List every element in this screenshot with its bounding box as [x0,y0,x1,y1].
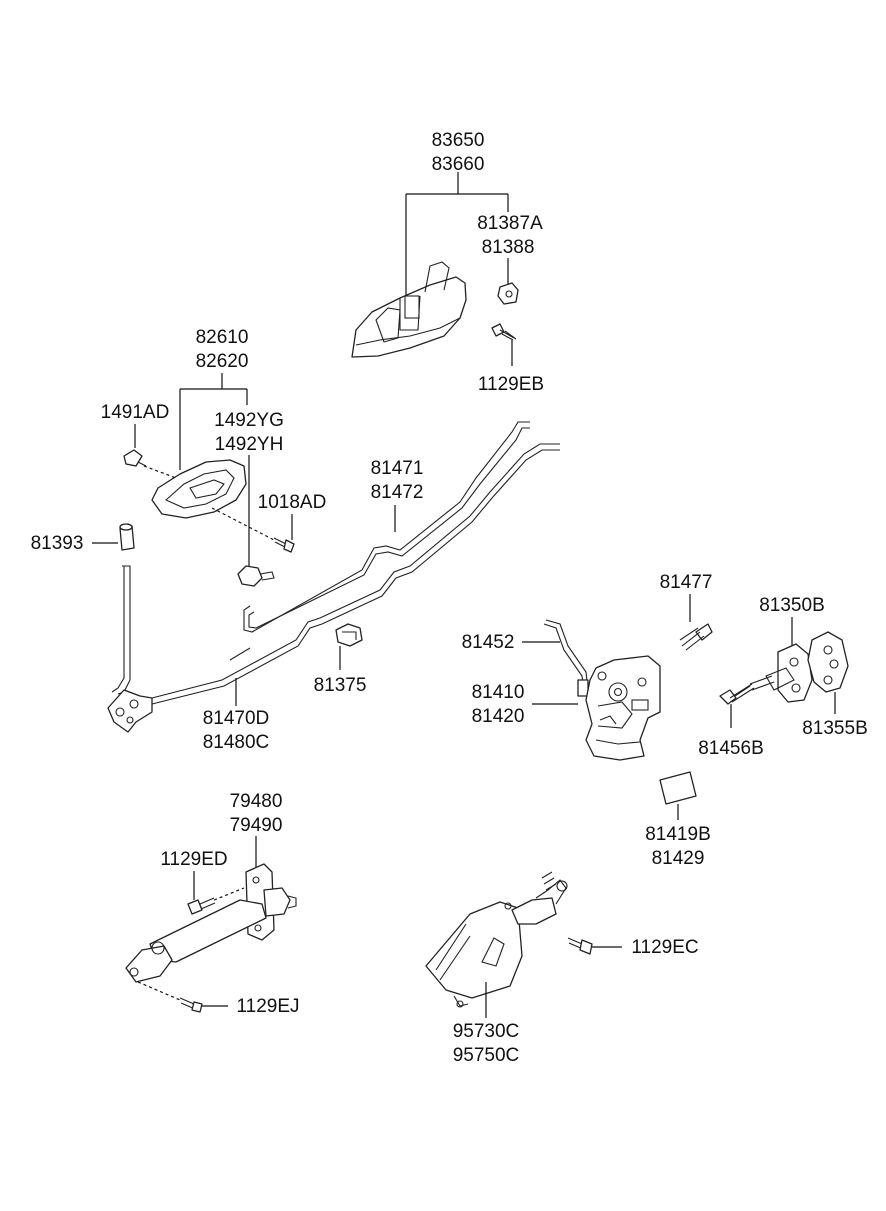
screw-81456b-part[interactable] [719,683,755,705]
fastener-1491ad-part[interactable] [123,449,147,467]
rod-81472-part[interactable] [151,443,560,705]
label-1492YG: 1492YG [214,410,284,431]
label-83660: 83660 [432,154,485,175]
label-81456B: 81456B [698,738,764,759]
label-81350B: 81350B [759,595,825,616]
door-striker-part[interactable] [749,643,813,703]
axis-1129ed [213,887,245,901]
label-1129EJ: 1129EJ [236,996,299,1017]
rod-81452-part[interactable] [543,619,589,697]
label-1491AD: 1491AD [101,402,170,423]
label-81452: 81452 [462,632,515,653]
label-81429: 81429 [652,848,705,869]
inside-door-handle[interactable] [151,459,247,519]
label-1129EB: 1129EB [478,374,544,395]
rod-cap-81393-part[interactable] [119,523,135,551]
rod-81470d-part[interactable] [107,565,153,733]
inside-handle-callout [179,373,248,470]
clip-1492yg-part[interactable] [237,565,275,587]
bolt-81477-part[interactable] [679,623,713,651]
label-81420: 81420 [472,706,525,727]
label-79490: 79490 [230,815,283,836]
label-1129ED: 1129ED [160,849,227,870]
rod-clip-81375-part[interactable] [335,623,363,647]
label-81470D: 81470D [203,708,270,729]
label-81375: 81375 [314,675,367,696]
label-82620: 82620 [196,351,249,372]
label-81355B: 81355B [802,718,868,739]
label-81387A: 81387A [477,213,543,234]
striker-shim-part[interactable] [807,631,849,693]
outside-door-handle[interactable] [351,261,467,358]
door-lock-actuator-part[interactable] [425,871,568,1008]
label-81480C: 81480C [203,732,270,753]
label-1018AD: 1018AD [258,492,327,513]
label-83650: 83650 [432,130,485,151]
label-81410: 81410 [472,682,525,703]
axis-1129ej [137,981,181,1001]
screw-1018ad-part[interactable] [273,537,295,553]
label-81472: 81472 [371,482,424,503]
door-latch-assembly[interactable] [585,655,661,761]
axis-1491ad [143,465,177,479]
label-79480: 79480 [230,791,283,812]
latch-pad-part[interactable] [659,771,697,805]
label-1492YH: 1492YH [215,434,284,455]
label-81393: 81393 [31,533,84,554]
bolt-1129ed-part[interactable] [187,897,216,915]
label-81471: 81471 [371,458,424,479]
rod-81471-part[interactable] [229,421,530,661]
screw-1129eb-part[interactable] [491,323,517,341]
label-81388: 81388 [482,237,535,258]
door-checker-part[interactable] [125,863,297,983]
label-81477: 81477 [660,572,713,593]
label-81419B: 81419B [645,824,711,845]
label-95750C: 95750C [453,1045,520,1066]
label-82610: 82610 [196,327,249,348]
outside-handle-callout [405,172,509,295]
label-95730C: 95730C [453,1021,520,1042]
bolt-1129ec-part[interactable] [567,937,593,955]
label-1129EC: 1129EC [631,937,698,958]
handle-clip-part[interactable] [497,282,519,305]
bolt-1129ej-part[interactable] [179,997,203,1013]
